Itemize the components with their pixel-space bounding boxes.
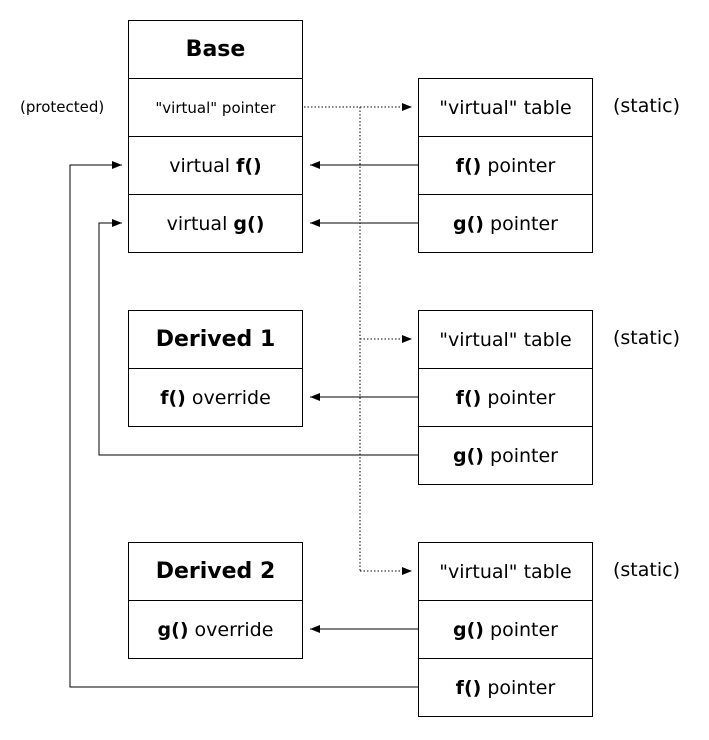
derived1-f-override: f() override — [128, 368, 303, 427]
vtable1-static-label: (static) — [613, 95, 680, 117]
vtable2-g-pointer: g() pointer — [418, 426, 593, 485]
base-class-title: Base — [128, 20, 303, 79]
vtable2-f-pointer: f() pointer — [418, 368, 593, 427]
vtable3-title: "virtual" table — [418, 542, 593, 601]
vtable3-g-pointer: g() pointer — [418, 600, 593, 659]
derived2-title: Derived 2 — [128, 542, 303, 601]
vtable3-static-label: (static) — [613, 559, 680, 581]
vtable2-static-label: (static) — [613, 327, 680, 349]
vtable2-title: "virtual" table — [418, 310, 593, 369]
base-virtual-f: virtual f() — [128, 136, 303, 195]
derived2-g-override: g() override — [128, 600, 303, 659]
vtable1-f-pointer: f() pointer — [418, 136, 593, 195]
base-virtual-g: virtual g() — [128, 194, 303, 253]
function-pointer-arrows — [69, 161, 418, 688]
protected-label: (protected) — [20, 98, 105, 116]
derived1-title: Derived 1 — [128, 310, 303, 369]
vtable1-title: "virtual" table — [418, 78, 593, 137]
vptr-dotted-connectors — [304, 103, 412, 575]
vtable1-g-pointer: g() pointer — [418, 194, 593, 253]
base-vptr-cell: "virtual" pointer — [128, 78, 303, 137]
vtable3-f-pointer: f() pointer — [418, 658, 593, 717]
